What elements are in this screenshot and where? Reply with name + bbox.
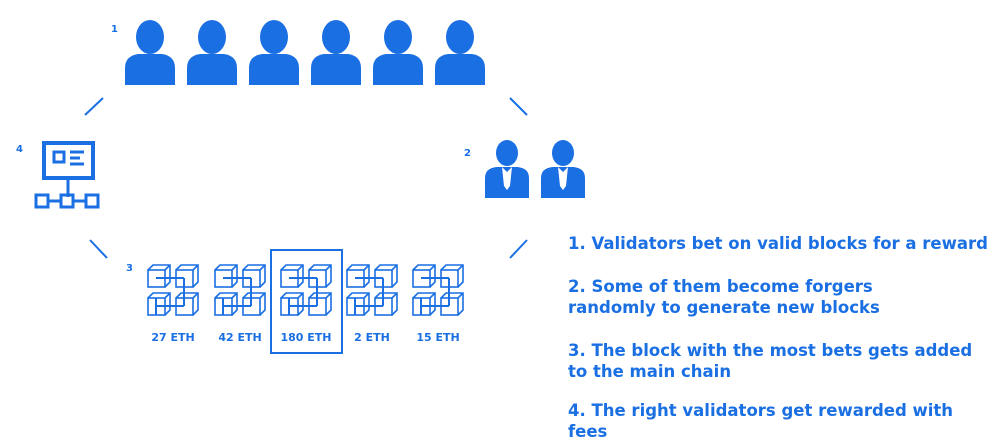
block-chain-icon bbox=[280, 264, 332, 316]
person-icon bbox=[249, 20, 299, 85]
connector-line bbox=[89, 239, 108, 259]
businessman-icon bbox=[541, 140, 585, 198]
network-icon bbox=[34, 141, 100, 209]
person-icon bbox=[373, 20, 423, 85]
step-2: 2. Some of them become forgers randomly … bbox=[568, 277, 880, 317]
block-label: 180 ETH bbox=[280, 331, 332, 344]
marker-3: 3 bbox=[126, 263, 133, 274]
person-icon bbox=[311, 20, 361, 85]
step-4: 4. The right validators get rewarded wit… bbox=[568, 401, 954, 441]
step-3: 3. The block with the most bets gets add… bbox=[568, 341, 973, 381]
marker-4: 4 bbox=[16, 144, 23, 155]
block-chain-icon bbox=[147, 264, 199, 316]
connector-line bbox=[509, 97, 528, 116]
block-chain-icon bbox=[214, 264, 266, 316]
connector-line bbox=[84, 97, 104, 116]
businessman-icon bbox=[485, 140, 529, 198]
marker-2: 2 bbox=[464, 148, 471, 159]
connector-line bbox=[509, 239, 528, 259]
person-icon bbox=[187, 20, 237, 85]
block-label: 15 ETH bbox=[416, 331, 460, 344]
block-chain-icon bbox=[346, 264, 398, 316]
highlight-box bbox=[270, 249, 343, 354]
person-icon bbox=[125, 20, 175, 85]
person-icon bbox=[435, 20, 485, 85]
block-label: 42 ETH bbox=[218, 331, 262, 344]
block-label: 27 ETH bbox=[151, 331, 195, 344]
block-label: 2 ETH bbox=[354, 331, 390, 344]
block-chain-icon bbox=[412, 264, 464, 316]
marker-1: 1 bbox=[111, 24, 118, 35]
step-1: 1. Validators bet on valid blocks for a … bbox=[568, 234, 988, 253]
